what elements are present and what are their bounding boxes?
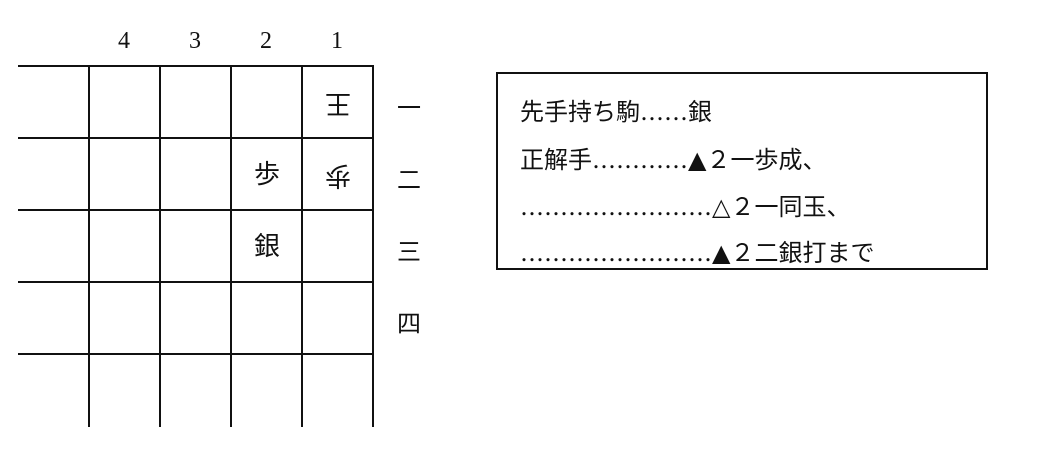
- answer-box: 先手持ち駒……銀 正解手…………▲２一歩成、 ……………………△２一同玉、 ………: [496, 72, 988, 270]
- row-label-1: 一: [397, 94, 421, 122]
- column-label-4: 4: [118, 28, 130, 54]
- grid-line: [18, 137, 374, 139]
- grid-line: [301, 65, 303, 427]
- grid-line: [18, 65, 374, 67]
- piece-gote-king: 王: [325, 88, 352, 118]
- column-label-3: 3: [189, 28, 201, 54]
- grid-line: [230, 65, 232, 427]
- column-label-1: 1: [331, 28, 343, 54]
- piece-sente-pawn: 歩: [253, 160, 280, 190]
- grid-line: [18, 281, 374, 283]
- answer-move-3: ……………………▲２二銀打まで: [520, 239, 875, 267]
- piece-sente-silver: 銀: [253, 232, 280, 262]
- grid-line: [88, 65, 90, 427]
- grid-line: [159, 65, 161, 427]
- answer-move-2: ……………………△２一同玉、: [520, 193, 851, 221]
- grid-line: [18, 353, 374, 355]
- piece-gote-pawn: 歩: [325, 160, 352, 190]
- column-label-2: 2: [260, 28, 272, 54]
- row-label-4: 四: [397, 310, 421, 338]
- grid-line: [372, 65, 374, 427]
- row-label-2: 二: [397, 166, 421, 194]
- answer-move-1: 正解手…………▲２一歩成、: [520, 146, 827, 174]
- row-label-3: 三: [397, 238, 421, 266]
- hand-pieces-line: 先手持ち駒……銀: [520, 98, 712, 126]
- grid-line: [18, 209, 374, 211]
